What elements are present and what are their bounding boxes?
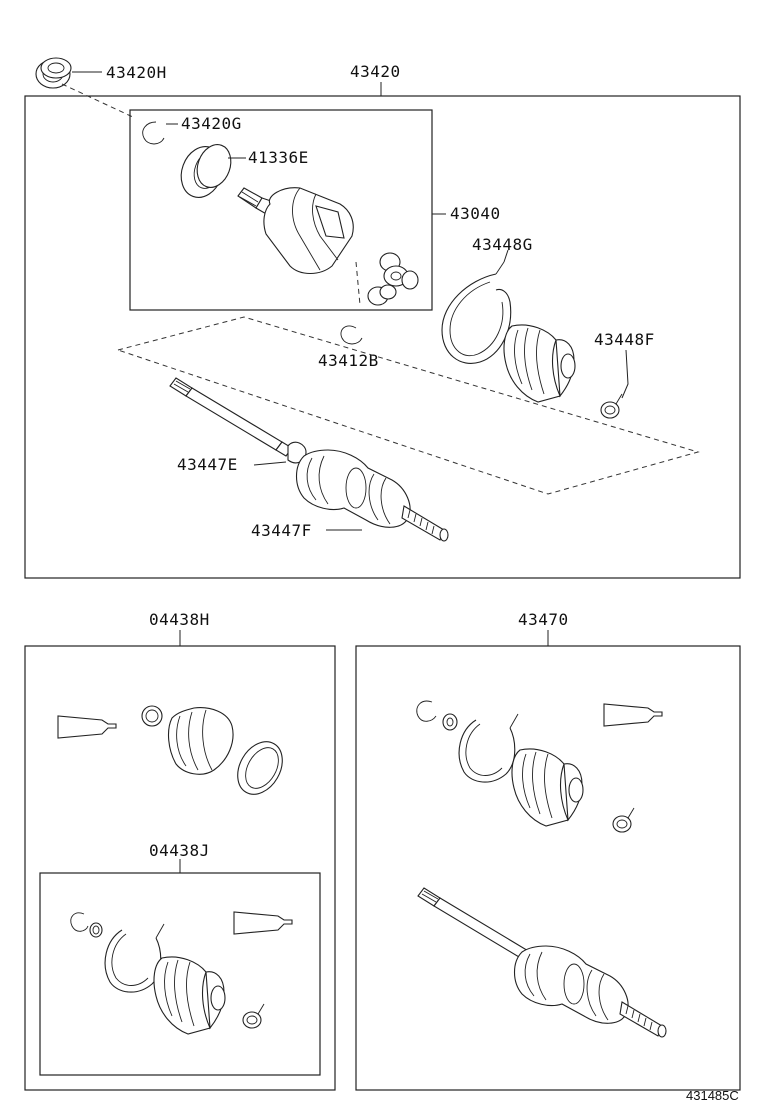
label-43412b: 43412B bbox=[318, 351, 379, 370]
label-43420: 43420 bbox=[350, 62, 401, 81]
label-43470: 43470 bbox=[518, 610, 569, 629]
snap-ring-04438j bbox=[70, 912, 89, 932]
snap-ring-43412b bbox=[340, 325, 363, 345]
label-43447e: 43447E bbox=[177, 455, 238, 474]
clamp-04438j bbox=[242, 1003, 265, 1029]
cv-joint-43470 bbox=[513, 945, 667, 1038]
clamp-43470 bbox=[612, 807, 635, 833]
boot-band-43448g bbox=[441, 261, 512, 364]
ring-43470 bbox=[442, 713, 458, 731]
box-43470 bbox=[355, 645, 741, 1091]
assembly-43470: 43470 bbox=[355, 610, 741, 1091]
band-04438h bbox=[237, 741, 283, 795]
boot-upper bbox=[503, 324, 576, 403]
dashed-region bbox=[116, 316, 700, 495]
box-43040 bbox=[129, 109, 433, 311]
label-04438j: 04438J bbox=[149, 841, 210, 860]
kit-04438h: 04438H 04438J bbox=[24, 610, 336, 1091]
box-43420 bbox=[24, 95, 741, 579]
label-43420h: 43420H bbox=[106, 63, 167, 82]
oil-seal-43420h bbox=[35, 57, 72, 89]
snap-ring-43420g bbox=[142, 121, 165, 145]
label-04438h: 04438H bbox=[149, 610, 210, 629]
grease-tube-04438j bbox=[233, 911, 293, 935]
inboard-joint-housing bbox=[237, 187, 354, 275]
grease-tube-43470 bbox=[603, 703, 663, 727]
reference-number: 431485C bbox=[686, 1088, 739, 1103]
drive-shaft bbox=[169, 377, 307, 464]
label-43448g: 43448G bbox=[472, 235, 533, 254]
snap-ring-43470 bbox=[416, 700, 437, 722]
label-43420g: 43420G bbox=[181, 114, 242, 133]
assembly-43420: 43420 43420H 43040 43420G 41336E bbox=[24, 57, 741, 579]
label-43447f: 43447F bbox=[251, 521, 312, 540]
label-43448f: 43448F bbox=[594, 330, 655, 349]
ring-04438j bbox=[89, 922, 103, 938]
label-41336e: 41336E bbox=[248, 148, 309, 167]
ring-small bbox=[141, 705, 163, 727]
tripod-joint bbox=[367, 252, 419, 306]
band-43470 bbox=[458, 713, 519, 783]
boot-small bbox=[167, 707, 234, 775]
label-43040: 43040 bbox=[450, 204, 501, 223]
outboard-cv-joint bbox=[295, 449, 449, 542]
boot-43470 bbox=[511, 748, 584, 827]
grease-tube bbox=[57, 715, 117, 739]
clamp-43448f bbox=[600, 393, 623, 419]
boot-04438j bbox=[153, 956, 226, 1035]
seal-41336e bbox=[180, 144, 232, 198]
